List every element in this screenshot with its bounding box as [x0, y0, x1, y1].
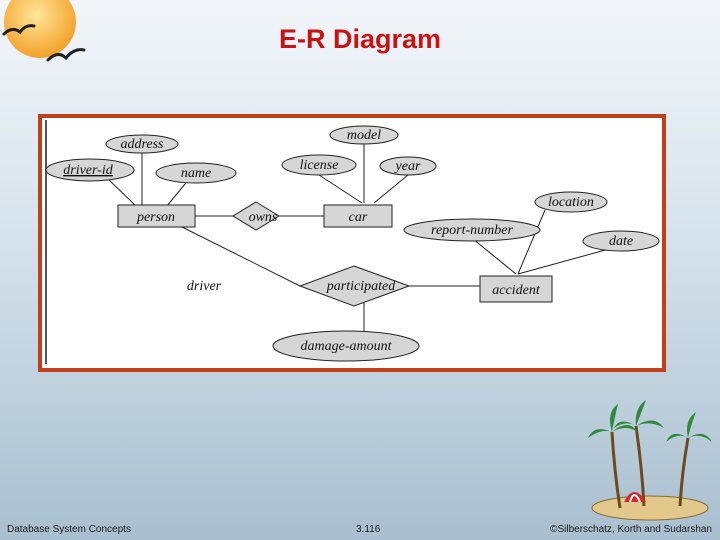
attribute-driver-id: driver-id — [45, 158, 135, 182]
er-diagram: person car accident owns participated ad… — [45, 120, 660, 364]
entity-accident: accident — [479, 275, 553, 303]
seagull-logo-icon — [2, 0, 86, 62]
svg-text:person: person — [136, 210, 175, 225]
palm-island-clipart-icon — [588, 400, 712, 521]
svg-text:year: year — [394, 159, 421, 174]
role-label-driver: driver — [187, 279, 222, 294]
attribute-report-number: report-number — [403, 218, 541, 242]
svg-text:accident: accident — [492, 283, 541, 298]
er-diagram-frame: person car accident owns participated ad… — [38, 114, 666, 372]
attribute-address: address — [105, 134, 179, 154]
footer-page-number: 3.116 — [356, 524, 381, 535]
relationship-owns: owns — [232, 201, 280, 231]
attribute-location: location — [534, 191, 608, 213]
svg-text:driver-id: driver-id — [63, 163, 113, 178]
attribute-model: model — [329, 125, 399, 145]
attribute-name: name — [155, 162, 237, 184]
svg-text:date: date — [609, 234, 633, 249]
slide-title: E-R Diagram — [278, 24, 442, 54]
attribute-date: date — [582, 230, 660, 252]
svg-text:owns: owns — [249, 210, 278, 225]
svg-text:damage-amount: damage-amount — [301, 339, 393, 354]
svg-text:name: name — [181, 166, 211, 181]
attribute-license: license — [281, 154, 357, 176]
svg-text:location: location — [548, 195, 594, 210]
entity-person: person — [117, 204, 196, 228]
svg-text:participated: participated — [326, 279, 396, 294]
footer-copyright: ©Silberschatz, Korth and Sudarshan — [550, 524, 712, 535]
svg-text:license: license — [300, 158, 339, 173]
svg-text:address: address — [120, 137, 164, 152]
svg-text:car: car — [349, 210, 368, 225]
attribute-damage-amount: damage-amount — [272, 330, 420, 362]
svg-text:report-number: report-number — [431, 223, 513, 238]
relationship-participated: participated — [298, 265, 411, 307]
entity-car: car — [323, 204, 393, 228]
svg-text:model: model — [347, 128, 381, 143]
footer-book-title: Database System Concepts — [7, 524, 131, 535]
attribute-year: year — [379, 156, 437, 176]
